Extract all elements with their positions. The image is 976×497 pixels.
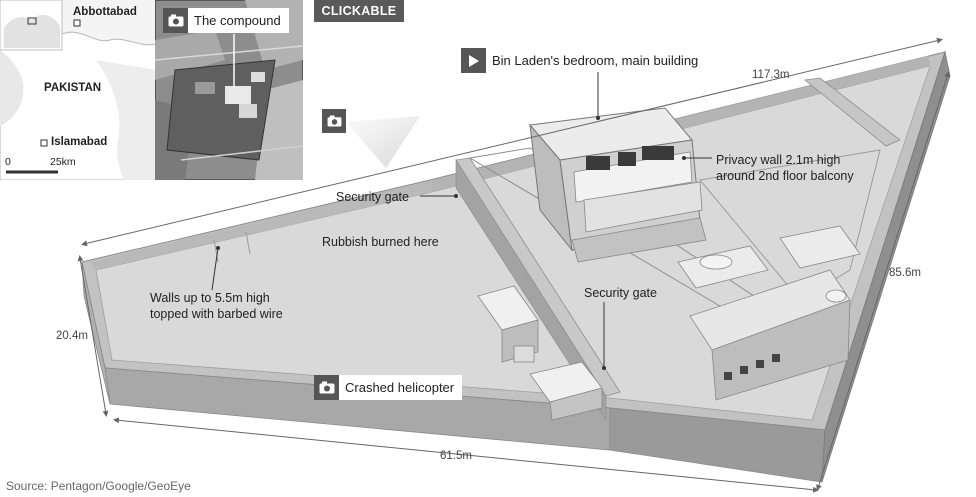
islamabad-marker xyxy=(40,139,48,147)
camera-icon xyxy=(314,375,339,400)
world-landmass xyxy=(4,14,60,49)
scale-distance: 25km xyxy=(50,156,76,168)
satellite-dish xyxy=(825,289,847,303)
camera-icon xyxy=(163,8,188,33)
dimension-right: 85.6m xyxy=(889,267,921,279)
dimension-bottom: 61.5m xyxy=(440,450,472,462)
privacy-wall-label: Privacy wall 2.1m high around 2nd floor … xyxy=(716,153,854,183)
compound-photo-button[interactable]: The compound xyxy=(163,8,289,33)
helicopter-photo-button[interactable]: Crashed helicopter xyxy=(314,375,463,400)
world-locator-marker xyxy=(27,17,37,25)
camera-view-button[interactable] xyxy=(322,109,346,133)
annex-window-2 xyxy=(740,366,748,374)
annex-window-3 xyxy=(756,360,764,368)
bedroom-label: Bin Laden's bedroom, main building xyxy=(492,53,699,68)
annex-window-1 xyxy=(724,372,732,380)
region-shade-2 xyxy=(96,60,156,180)
water-tank xyxy=(699,254,733,270)
dimension-line-left xyxy=(77,255,109,417)
dimension-line-right xyxy=(816,71,950,491)
locator-map xyxy=(0,0,156,180)
compound-photo-label: The compound xyxy=(194,13,281,28)
dimension-line-top xyxy=(81,37,943,247)
leader-security-gate-1-dot xyxy=(454,194,458,198)
leader-security-gate-2-dot xyxy=(602,366,606,370)
helicopter-label: Crashed helicopter xyxy=(345,380,455,395)
region-shade xyxy=(0,50,24,126)
small-crate xyxy=(513,345,535,363)
dimension-line-bottom xyxy=(113,417,819,493)
walls-label: Walls up to 5.5m high topped with barbed… xyxy=(150,291,283,321)
annex-window-4 xyxy=(772,354,780,362)
security-gate-label-1: Security gate xyxy=(336,190,409,204)
abbottabad-marker xyxy=(73,19,81,27)
bedroom-video-button[interactable]: Bin Laden's bedroom, main building xyxy=(461,48,706,73)
clickable-badge: CLICKABLE xyxy=(314,0,404,22)
play-icon xyxy=(461,48,486,73)
leader-walls-dot xyxy=(216,246,220,250)
leader-walls xyxy=(211,247,219,291)
city-abbottabad: Abbottabad xyxy=(73,6,137,18)
leader-bedroom-dot xyxy=(596,116,600,120)
city-islamabad: Islamabad xyxy=(51,136,108,148)
scale-zero: 0 xyxy=(5,156,11,168)
source-credit: Source: Pentagon/Google/GeoEye xyxy=(6,479,191,493)
camera-icon xyxy=(327,115,341,127)
leader-privacy-wall-dot xyxy=(682,156,686,160)
rubbish-label: Rubbish burned here xyxy=(322,235,439,249)
dimension-left: 20.4m xyxy=(56,330,88,342)
dimension-top: 117.3m xyxy=(752,69,790,81)
country-pakistan: PAKISTAN xyxy=(44,82,102,94)
helicopter-wreck-face xyxy=(549,387,603,421)
camera-view-cone xyxy=(346,116,420,168)
security-gate-label-2: Security gate xyxy=(584,286,657,300)
